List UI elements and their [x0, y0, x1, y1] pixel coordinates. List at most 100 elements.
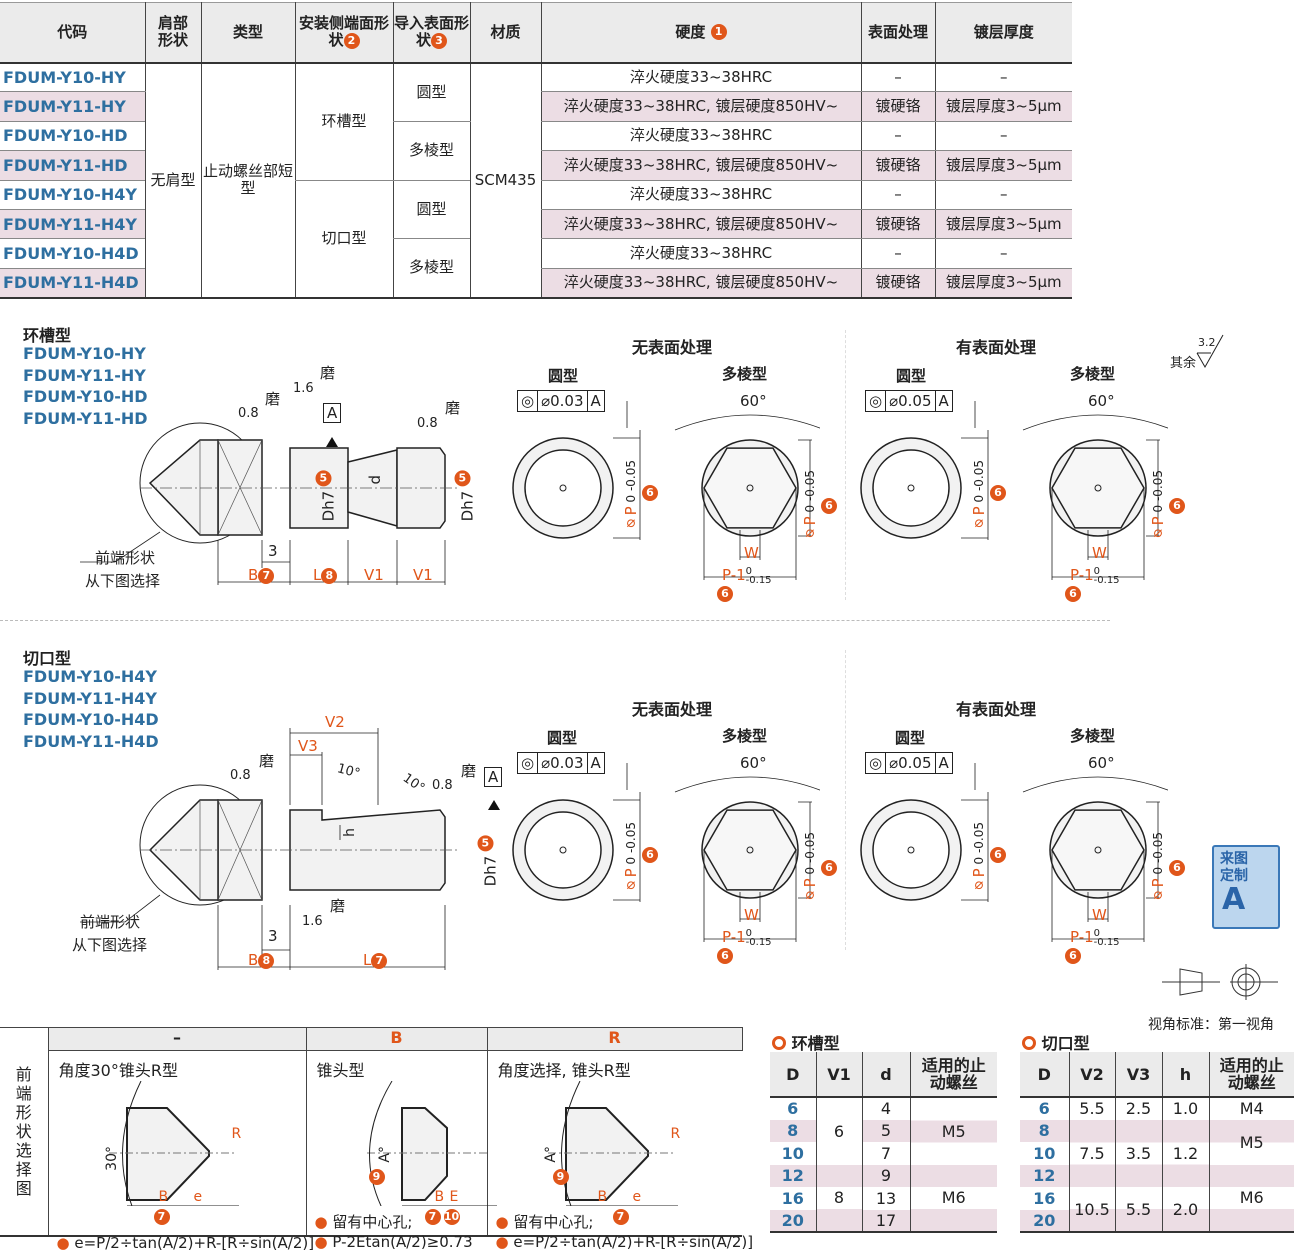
tolerance-value: ⌀0.05 [886, 753, 936, 773]
dim: P-1 [1070, 566, 1094, 584]
tip-code: B [305, 1027, 488, 1051]
roughness-icon [1196, 334, 1224, 369]
dim-v1: V1 [364, 566, 384, 584]
product-code[interactable]: FDUM-Y11-H4D [0, 268, 145, 299]
grind-label: 磨 [461, 762, 477, 780]
badge: 7 [258, 567, 275, 584]
badge-1: 1 [710, 24, 727, 41]
col-thickness: 镀层厚度 [934, 2, 1072, 64]
badge: 7 [612, 1209, 629, 1225]
thickness: – [934, 180, 1072, 210]
v2-value: 7.5 [1068, 1119, 1115, 1187]
tol-lower: -0.15 [1093, 936, 1120, 948]
tip-drawing [547, 1081, 678, 1206]
circle-icon [1022, 1036, 1036, 1050]
poly-label: 多棱型 [1070, 365, 1116, 383]
dim: ⌀P [1149, 516, 1167, 544]
view-heading: 有表面处理 [956, 338, 1037, 357]
surface: 镀硬铬 [860, 268, 935, 299]
poly-label: 多棱型 [722, 365, 768, 383]
dim: ⌀P [622, 868, 640, 896]
dp-dim: ⌀P 0 -0.05 [1149, 832, 1167, 905]
grind-label: 磨 [259, 752, 275, 770]
product-code[interactable]: FDUM-Y10-H4Y [0, 180, 145, 210]
code: FDUM-Y10-HD [23, 387, 148, 406]
dim-label: E [449, 1189, 459, 1205]
dim: P-1 [1070, 928, 1094, 946]
v3-value: 5.5 [1114, 1187, 1162, 1232]
tip-code: – [47, 1027, 307, 1051]
note-text: P-2Etan(A/2)≥0.73 [332, 1233, 473, 1251]
col-d: D [770, 1052, 816, 1098]
first-angle-projection-icon [1162, 964, 1278, 1000]
product-code[interactable]: FDUM-Y11-H4Y [0, 209, 145, 240]
h-label: h [342, 828, 358, 837]
tol: 0 -0.05 [972, 460, 986, 503]
surface: 镀硬铬 [860, 209, 935, 240]
note-text: e=P/2÷tan(A/2)+R-[R÷sin(A/2)] [74, 1234, 315, 1252]
grind-label: 磨 [445, 399, 461, 417]
badge-6: 6 [1169, 860, 1185, 876]
view-heading: 有表面处理 [956, 700, 1037, 719]
thickness: 镀层厚度3~5μm [934, 150, 1072, 181]
end-view-drawing [512, 401, 820, 580]
dim: ⌀P [801, 516, 819, 544]
product-code[interactable]: FDUM-Y10-HY [0, 62, 145, 93]
code: FDUM-Y11-HD [23, 408, 148, 428]
product-code[interactable]: FDUM-Y11-HD [0, 150, 145, 181]
roughness-note: 其余 [1170, 356, 1197, 371]
roughness-value: 0.8 [238, 406, 259, 421]
d-value: 20 [770, 1209, 816, 1232]
concentricity-icon: ◎ [518, 753, 539, 773]
hardness: 淬火硬度33~38HRC [540, 62, 861, 93]
grind-label: 磨 [320, 364, 336, 382]
dh7-label: Dh7 5 [478, 835, 500, 886]
dim: ⌀P [622, 506, 640, 534]
dp-dim: ⌀P 0 -0.05 [970, 822, 988, 895]
roughness-value: 0.8 [230, 768, 251, 783]
badge-6: 6 [821, 498, 837, 514]
formula-note: ● e=P/2÷tan(A/2)+R-[R÷sin(A/2)] [495, 1233, 754, 1251]
roughness-value: 0.8 [417, 416, 438, 431]
badge: 7 [424, 1209, 441, 1225]
dim-label: B [434, 1189, 445, 1205]
angle-label: 60° [740, 392, 767, 410]
dim-v1: V1 [413, 566, 433, 584]
code: FDUM-Y11-H4Y [23, 688, 158, 708]
col-hardness: 硬度 1 [540, 2, 861, 64]
circle-icon [772, 1036, 786, 1050]
badge-letter: A [1222, 882, 1246, 917]
badge-6: 6 [717, 948, 733, 964]
grind-label: 磨 [330, 897, 346, 915]
col-shoulder: 肩部形状 [144, 2, 201, 64]
surface: 镀硬铬 [860, 150, 935, 181]
poly-label: 多棱型 [722, 727, 768, 745]
custom-drawing-badge[interactable]: 来图定制 A [1212, 845, 1280, 929]
product-code[interactable]: FDUM-Y11-HY [0, 91, 145, 122]
roughness-value: 1.6 [302, 914, 323, 929]
datum-label: A [323, 403, 342, 423]
product-code[interactable]: FDUM-Y10-HD [0, 121, 145, 152]
tol-upper: 0 [1093, 927, 1101, 939]
v2-value: 5.5 [1068, 1097, 1115, 1120]
end-view-drawing [512, 763, 820, 942]
hardness: 淬火硬度33~38HRC, 镀层硬度850HV~ [540, 268, 861, 299]
note-text: 留有中心孔; [332, 1213, 413, 1231]
dim: ⌀P [1149, 878, 1167, 906]
screw-value: M5 [909, 1097, 997, 1165]
product-code[interactable]: FDUM-Y10-H4D [0, 238, 145, 269]
d-value: 6 [1038, 1099, 1050, 1119]
screw-value: M4 [1208, 1097, 1294, 1120]
d-value: 8 [1020, 1119, 1069, 1142]
tip-drawing [108, 1081, 239, 1206]
tip-label: 从下图选择 [85, 572, 161, 590]
divider [0, 620, 1110, 621]
